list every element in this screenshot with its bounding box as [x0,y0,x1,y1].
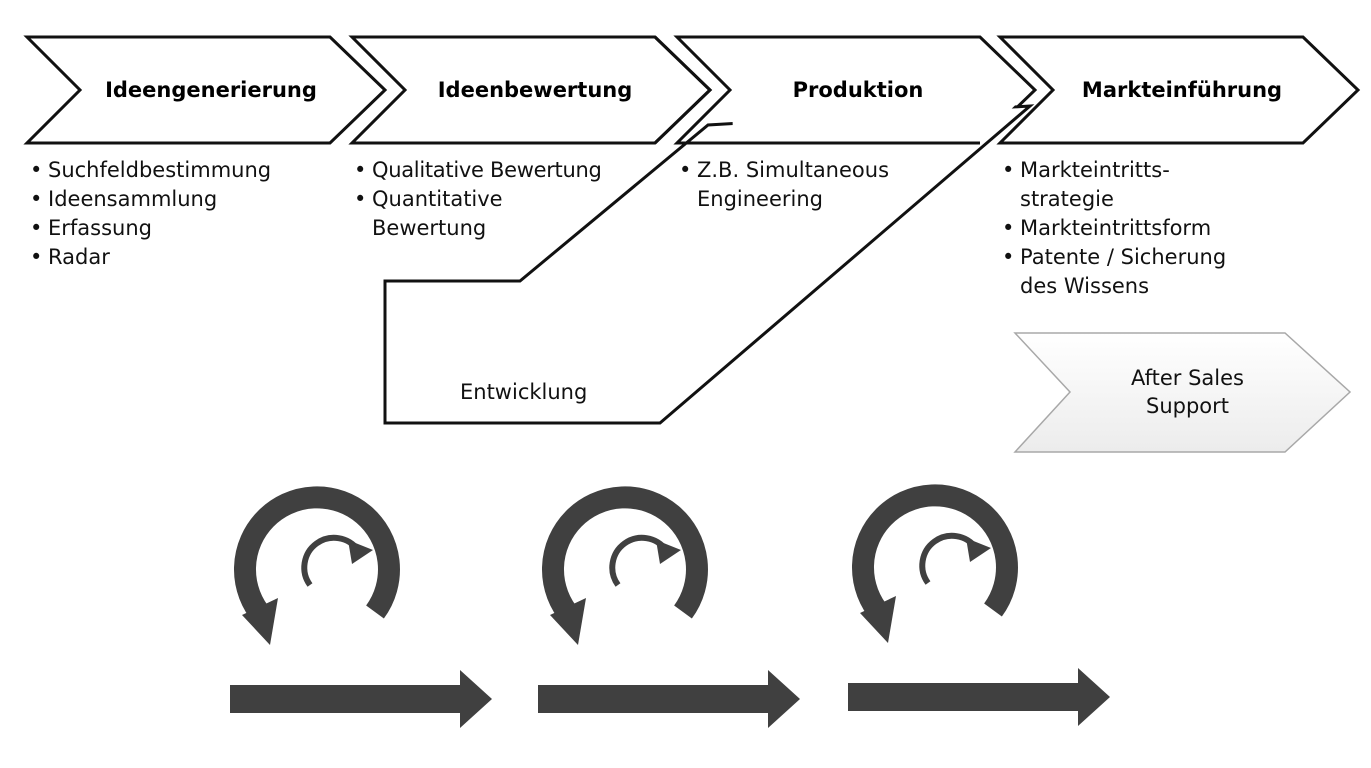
phase-label-produktion: Produktion [793,78,924,102]
produktion-cover [732,39,1031,141]
list-item: Patente / Sicherung des Wissens [1002,243,1270,301]
ideengenerierung-list: Suchfeldbestimmung Ideensammlung Erfassu… [30,156,330,272]
list-item: Suchfeldbestimmung [30,156,330,185]
after-sales-label: After Sales Support [1131,366,1244,418]
chevron-overlap-edge [653,35,713,145]
list-item: Markteintritts-strategie [1002,156,1190,214]
after-sales-chevron [1013,332,1352,453]
phase-chevron-markteinfuehrung [996,35,1361,145]
list-item: Markteintrittsform [1002,214,1262,243]
list-item: Erfassung [30,214,330,243]
list-item: Radar [30,243,330,272]
development-label: Entwicklung [460,380,588,404]
phase-chevron-ideengenerierung [23,35,388,145]
iteration-loop-icon [538,486,800,728]
list-item: Quantitative Bewertung [354,185,542,243]
iteration-loop-icon [230,486,492,728]
produktion-list: Z.B. Simultaneous Engineering [679,156,919,214]
phase-label-ideenbewertung: Ideenbewertung [438,78,633,102]
ideenbewertung-list: Qualitative Bewertung Quantitative Bewer… [354,156,644,243]
list-item: Ideensammlung [30,185,330,214]
phase-label-markteinfuehrung: Markteinführung [1082,78,1282,102]
list-item: Qualitative Bewertung [354,156,644,185]
list-item: Z.B. Simultaneous Engineering [679,156,917,214]
development-shape [383,104,1035,425]
phase-label-ideengenerierung: Ideengenerierung [105,78,317,102]
markteinfuehrung-list: Markteintritts-strategie Markteintrittsf… [1002,156,1262,301]
iteration-loop-icon [848,484,1110,726]
